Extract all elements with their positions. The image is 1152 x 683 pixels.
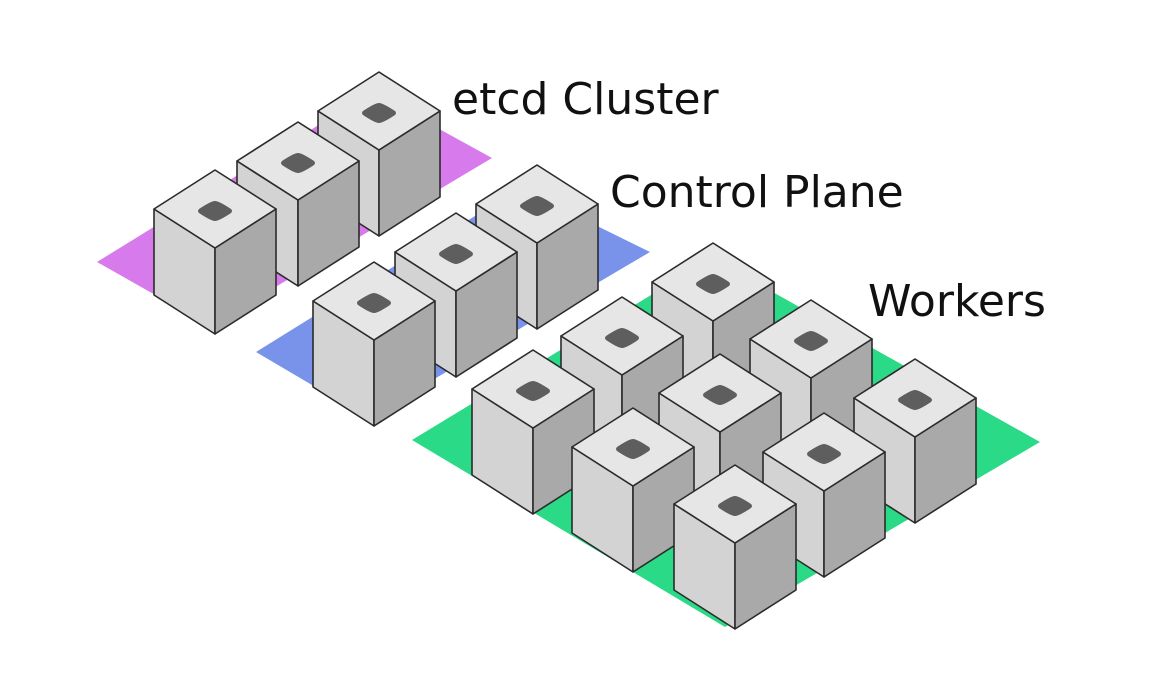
node-port-icon (718, 496, 752, 516)
node-port-icon (794, 331, 828, 351)
server-node-icon (153, 169, 277, 335)
node-port-icon (807, 444, 841, 464)
node-port-icon (703, 385, 737, 405)
etcd-cluster-label: etcd Cluster (452, 74, 720, 125)
node-port-icon (605, 328, 639, 348)
node-port-icon (516, 381, 550, 401)
node-port-icon (362, 103, 396, 123)
node-port-icon (898, 390, 932, 410)
node-port-icon (696, 274, 730, 294)
node-port-icon (616, 439, 650, 459)
node-port-icon (439, 244, 473, 264)
node-layer (153, 71, 977, 630)
server-node-icon (571, 407, 695, 573)
server-node-icon (394, 212, 518, 378)
server-node-icon (853, 358, 977, 524)
node-port-icon (198, 201, 232, 221)
node-port-icon (357, 293, 391, 313)
label-layer: etcd Cluster Control Plane Workers (452, 74, 1046, 327)
control-plane-label: Control Plane (610, 167, 904, 218)
workers-label: Workers (868, 276, 1046, 327)
node-port-icon (520, 196, 554, 216)
node-port-icon (281, 153, 315, 173)
server-node-icon (673, 464, 797, 630)
server-node-icon (312, 261, 436, 427)
server-node-icon (471, 349, 595, 515)
